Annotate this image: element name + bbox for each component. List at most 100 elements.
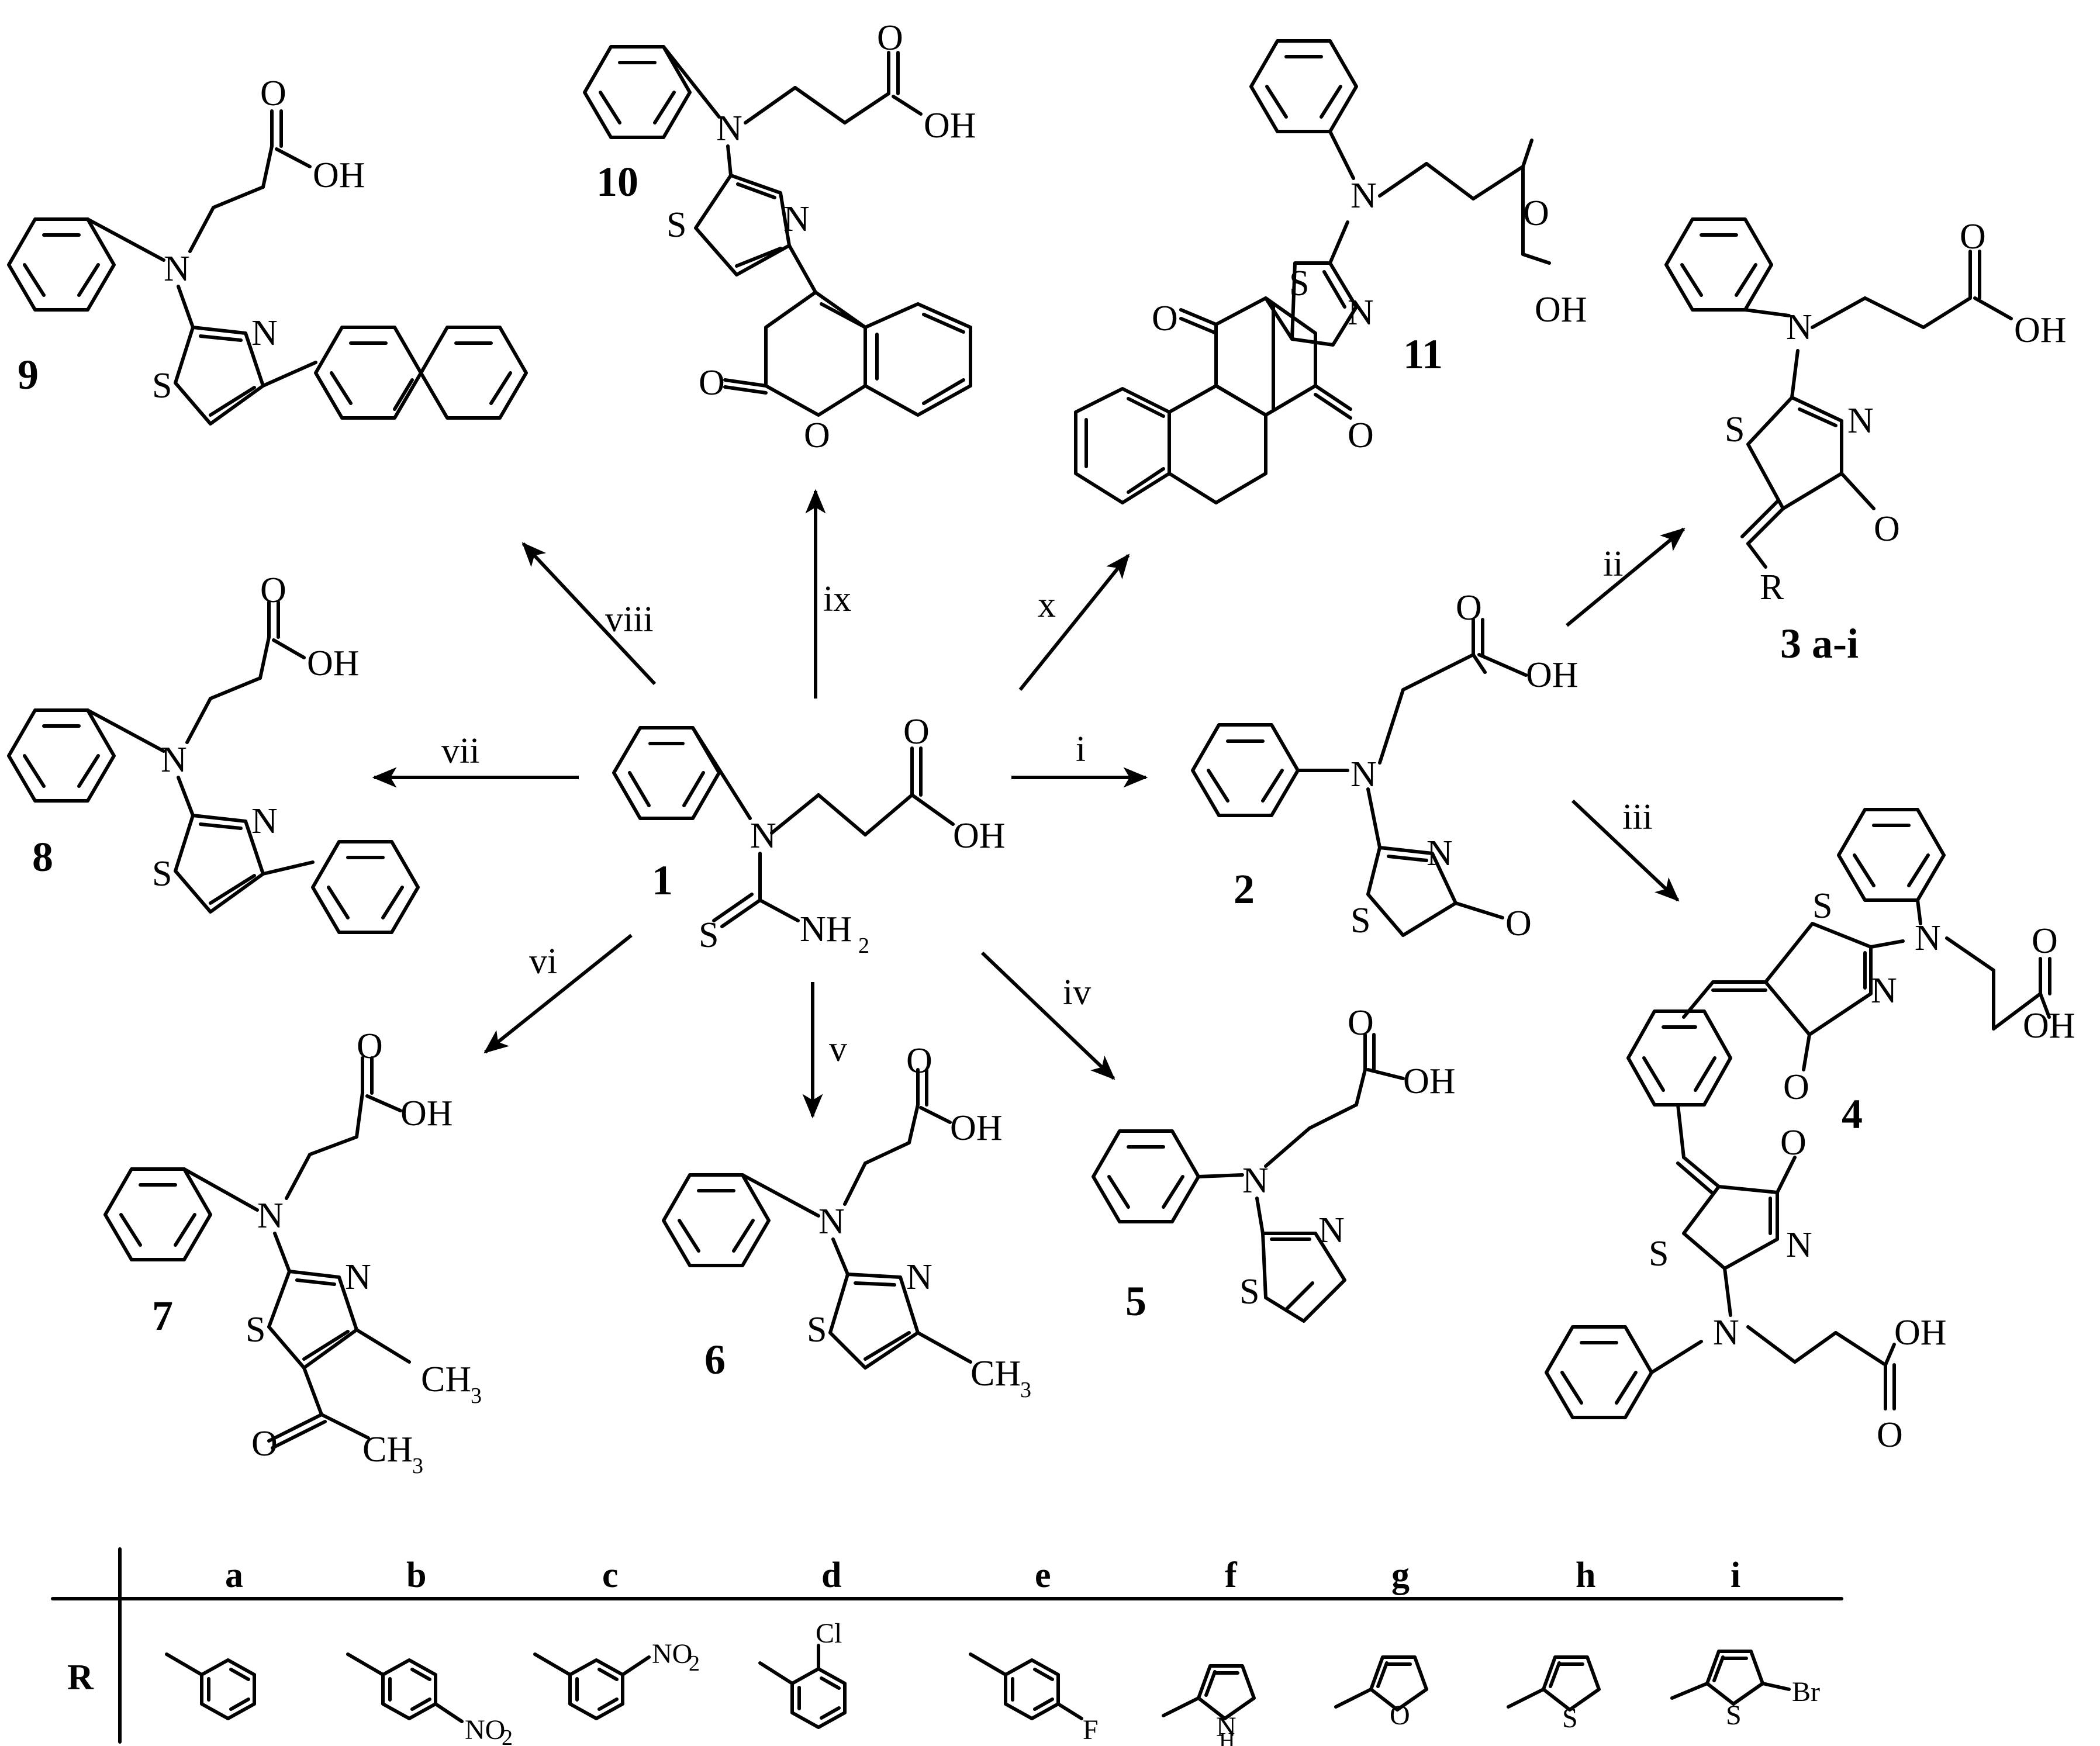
compound-11: N O OH N S O O 11 bbox=[1074, 39, 1587, 504]
svg-text:OH: OH bbox=[2014, 310, 2067, 350]
svg-text:O: O bbox=[1783, 1067, 1809, 1107]
svg-text:S: S bbox=[152, 366, 172, 406]
svg-text:OH: OH bbox=[2023, 1006, 2075, 1046]
svg-text:N: N bbox=[783, 199, 810, 239]
svg-text:OH: OH bbox=[924, 106, 976, 146]
svg-text:N: N bbox=[251, 313, 278, 353]
svg-text:O: O bbox=[1390, 1700, 1410, 1731]
svg-text:S: S bbox=[699, 915, 719, 955]
arrow-vi bbox=[483, 933, 633, 1054]
svg-text:O: O bbox=[2032, 921, 2058, 961]
svg-text:S: S bbox=[1289, 264, 1309, 303]
table-row-label: R bbox=[67, 1658, 94, 1697]
svg-text:F: F bbox=[1083, 1714, 1099, 1745]
svg-text:OH: OH bbox=[1535, 290, 1587, 330]
svg-text:O: O bbox=[251, 1424, 278, 1464]
compound-label-3: 3 a-i bbox=[1780, 620, 1859, 667]
compound-label-5: 5 bbox=[1125, 1278, 1146, 1325]
svg-text:OH: OH bbox=[1894, 1313, 1947, 1353]
step-label-vii: vii bbox=[441, 731, 479, 771]
table-header-a: a bbox=[225, 1555, 243, 1595]
svg-text:S: S bbox=[807, 1310, 827, 1350]
step-labels: i ii iii iv v vi vii viii ix x bbox=[441, 544, 1653, 1069]
svg-text:OH: OH bbox=[313, 155, 365, 195]
arrow-viii bbox=[521, 542, 657, 686]
svg-text:3: 3 bbox=[412, 1454, 423, 1478]
svg-text:N: N bbox=[1348, 293, 1374, 333]
substituent-d: Cl bbox=[758, 1618, 847, 1729]
svg-text:N: N bbox=[818, 1202, 845, 1242]
svg-text:2: 2 bbox=[858, 933, 869, 958]
substituent-i: S Br bbox=[1670, 1650, 1820, 1731]
compound-label-10: 10 bbox=[596, 158, 638, 205]
svg-text:S: S bbox=[1649, 1234, 1669, 1274]
svg-text:O: O bbox=[699, 363, 725, 403]
table-header-d: d bbox=[821, 1555, 841, 1595]
svg-text:O: O bbox=[1348, 1003, 1374, 1043]
substituent-f: N H bbox=[1162, 1664, 1256, 1746]
svg-text:S: S bbox=[666, 205, 686, 245]
compound-label-9: 9 bbox=[18, 351, 39, 398]
svg-text:OH: OH bbox=[400, 1094, 453, 1133]
svg-text:N: N bbox=[750, 816, 776, 856]
table-header-i: i bbox=[1731, 1555, 1740, 1595]
step-label-i: i bbox=[1076, 729, 1086, 769]
svg-text:O: O bbox=[1456, 588, 1482, 628]
svg-text:N: N bbox=[345, 1257, 371, 1297]
svg-text:O: O bbox=[877, 18, 903, 58]
step-label-x: x bbox=[1038, 585, 1056, 625]
svg-text:OH: OH bbox=[307, 644, 360, 683]
substituent-a bbox=[165, 1652, 256, 1720]
svg-text:N: N bbox=[161, 740, 187, 780]
svg-text:NO: NO bbox=[465, 1714, 505, 1745]
compound-7: N O OH N S CH 3 O CH 3 7 bbox=[103, 1026, 482, 1478]
svg-text:O: O bbox=[1152, 299, 1178, 338]
compound-label-8: 8 bbox=[32, 834, 53, 880]
compound-8: N O OH N S 8 bbox=[7, 571, 420, 934]
svg-text:2: 2 bbox=[689, 1651, 700, 1676]
compound-2: N O OH N S O 2 bbox=[1191, 588, 1579, 943]
table-header-b: b bbox=[406, 1555, 426, 1595]
svg-text:S: S bbox=[246, 1310, 265, 1350]
svg-text:Cl: Cl bbox=[816, 1618, 842, 1649]
substituent-c: NO 2 bbox=[533, 1638, 700, 1720]
svg-text:N: N bbox=[1786, 307, 1812, 347]
svg-text:OH: OH bbox=[953, 816, 1006, 856]
compound-label-7: 7 bbox=[152, 1292, 173, 1339]
compound-3: N O OH S N O R 3 a-i bbox=[1664, 217, 2067, 667]
svg-text:S: S bbox=[1726, 1700, 1742, 1731]
svg-text:N: N bbox=[257, 1196, 284, 1236]
svg-text:OH: OH bbox=[950, 1108, 1003, 1148]
step-label-ii: ii bbox=[1603, 544, 1623, 584]
svg-text:N: N bbox=[1871, 971, 1897, 1011]
svg-text:O: O bbox=[260, 571, 286, 610]
substituent-g: O bbox=[1334, 1655, 1428, 1731]
compound-4: N O OH S N O O S N N OH O 4 bbox=[1545, 808, 2075, 1455]
svg-text:N: N bbox=[1242, 1161, 1269, 1201]
svg-text:S: S bbox=[152, 854, 172, 894]
svg-text:N: N bbox=[251, 801, 278, 841]
svg-text:N: N bbox=[1713, 1313, 1739, 1353]
svg-text:O: O bbox=[1348, 416, 1374, 455]
svg-text:S: S bbox=[1812, 886, 1832, 926]
table-header-h: h bbox=[1576, 1555, 1595, 1595]
svg-text:3: 3 bbox=[1020, 1378, 1031, 1402]
svg-text:O: O bbox=[260, 74, 286, 113]
arrow-iv bbox=[980, 951, 1115, 1080]
svg-text:N: N bbox=[1216, 1712, 1236, 1742]
table-header-g: g bbox=[1391, 1555, 1410, 1595]
svg-text:S: S bbox=[1725, 410, 1745, 450]
substituent-b: NO 2 bbox=[346, 1652, 513, 1746]
substituent-h: S bbox=[1507, 1655, 1601, 1734]
r-substituent-table: R a b c d e f g h i NO 2 NO 2 bbox=[51, 1547, 1843, 1746]
compound-label-2: 2 bbox=[1234, 866, 1255, 912]
step-label-iii: iii bbox=[1622, 797, 1653, 837]
svg-text:O: O bbox=[357, 1026, 383, 1066]
compound-6: N O OH N S CH 3 6 bbox=[662, 1041, 1031, 1402]
svg-text:S: S bbox=[1562, 1703, 1578, 1734]
svg-text:NH: NH bbox=[800, 910, 852, 949]
svg-text:N: N bbox=[1318, 1211, 1345, 1250]
reaction-arrows bbox=[372, 489, 1685, 1119]
svg-text:NO: NO bbox=[652, 1638, 692, 1669]
